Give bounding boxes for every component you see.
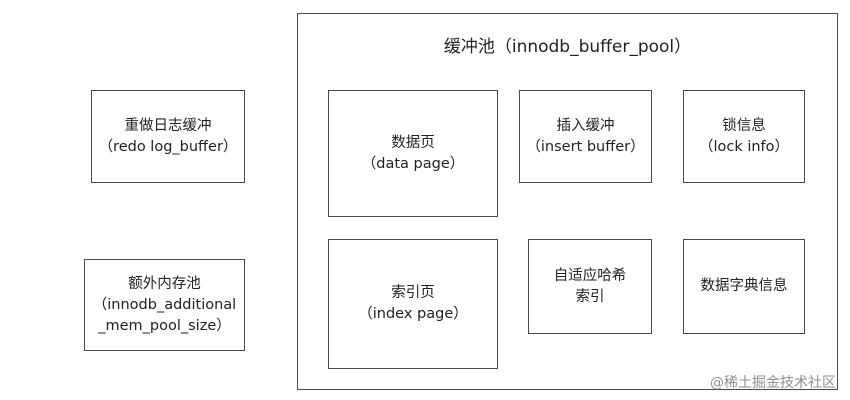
adaptive-hash-index-line2: 索引 bbox=[575, 288, 605, 305]
lock-info-name: 锁信息 bbox=[722, 117, 766, 134]
redo-log-buffer-name: 重做日志缓冲 bbox=[124, 117, 212, 134]
additional-mem-pool-name: 额外内存池 bbox=[128, 275, 201, 292]
data-page-detail: （data page） bbox=[361, 155, 465, 172]
index-page-box: 索引页 （index page） bbox=[328, 239, 498, 369]
additional-mem-pool-box: 额外内存池 （innodb_additional _mem_pool_size） bbox=[84, 259, 245, 351]
data-dictionary-box: 数据字典信息 bbox=[683, 239, 805, 334]
data-dictionary-name: 数据字典信息 bbox=[700, 278, 788, 294]
lock-info-box: 锁信息 （lock info） bbox=[683, 90, 805, 183]
insert-buffer-box: 插入缓冲 （insert buffer） bbox=[519, 90, 652, 183]
data-page-box: 数据页 （data page） bbox=[328, 90, 498, 217]
redo-log-buffer-detail: （redo log_buffer） bbox=[98, 138, 238, 155]
additional-mem-pool-detail-line1: （innodb_additional bbox=[92, 296, 237, 313]
additional-mem-pool-detail-line2: _mem_pool_size） bbox=[98, 317, 231, 334]
insert-buffer-detail: （insert buffer） bbox=[526, 138, 645, 155]
index-page-name: 索引页 bbox=[391, 285, 435, 301]
redo-log-buffer-box: 重做日志缓冲 （redo log_buffer） bbox=[91, 90, 245, 183]
lock-info-detail: （lock info） bbox=[698, 138, 790, 155]
watermark: @稀土掘金技术社区 bbox=[710, 375, 836, 391]
insert-buffer-name: 插入缓冲 bbox=[556, 117, 615, 134]
buffer-pool-title: 缓冲池（innodb_buffer_pool） bbox=[443, 37, 692, 57]
index-page-detail: （index page） bbox=[358, 306, 468, 322]
adaptive-hash-index-box: 自适应哈希 索引 bbox=[528, 239, 652, 334]
buffer-pool-container bbox=[297, 13, 838, 390]
adaptive-hash-index-line1: 自适应哈希 bbox=[553, 267, 627, 284]
data-page-name: 数据页 bbox=[391, 134, 435, 151]
